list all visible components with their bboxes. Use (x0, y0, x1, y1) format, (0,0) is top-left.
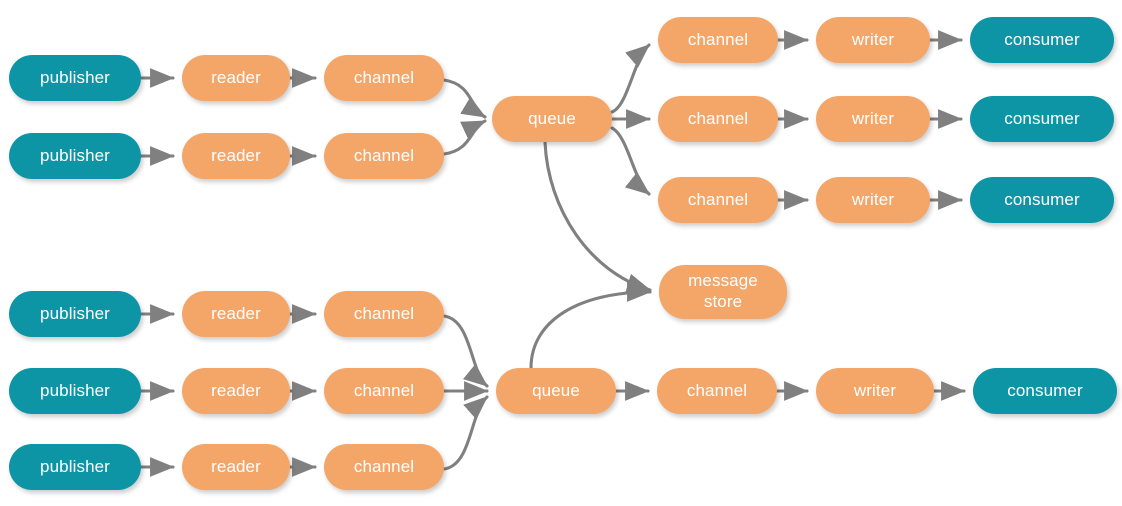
node-channel-out-2[interactable]: channel (658, 96, 778, 142)
node-reader-5[interactable]: reader (182, 444, 290, 490)
node-publisher-3[interactable]: publisher (9, 291, 141, 337)
node-consumer-2[interactable]: consumer (970, 96, 1114, 142)
node-reader-4[interactable]: reader (182, 368, 290, 414)
node-channel-out-1[interactable]: channel (658, 17, 778, 63)
node-consumer-3[interactable]: consumer (970, 177, 1114, 223)
node-publisher-1[interactable]: publisher (9, 55, 141, 101)
node-queue-bottom[interactable]: queue (496, 368, 616, 414)
edge-channel1-queuetop (442, 78, 487, 119)
node-publisher-5[interactable]: publisher (9, 444, 141, 490)
node-writer-4[interactable]: writer (816, 368, 934, 414)
node-publisher-4[interactable]: publisher (9, 368, 141, 414)
node-queue-top[interactable]: queue (492, 96, 612, 142)
node-channel-3[interactable]: channel (324, 291, 444, 337)
node-reader-1[interactable]: reader (182, 55, 290, 101)
edge-channel5-queuebottom (442, 395, 489, 471)
edge-queuetop-channelout1 (610, 43, 651, 114)
node-writer-3[interactable]: writer (816, 177, 930, 223)
edge-queuetop-messagestore (543, 140, 652, 293)
node-channel-out-4[interactable]: channel (657, 368, 777, 414)
edge-channel2-queuetop (442, 119, 487, 156)
node-channel-1[interactable]: channel (324, 55, 444, 101)
node-message-store[interactable]: message store (659, 265, 787, 319)
node-reader-2[interactable]: reader (182, 133, 290, 179)
node-channel-4[interactable]: channel (324, 368, 444, 414)
node-consumer-1[interactable]: consumer (970, 17, 1114, 63)
edge-channel3-queuebottom (442, 314, 489, 388)
node-channel-out-3[interactable]: channel (658, 177, 778, 223)
edge-queuetop-channelout3 (610, 126, 651, 196)
node-consumer-4[interactable]: consumer (973, 368, 1117, 414)
node-channel-5[interactable]: channel (324, 444, 444, 490)
node-writer-2[interactable]: writer (816, 96, 930, 142)
node-publisher-2[interactable]: publisher (9, 133, 141, 179)
node-reader-3[interactable]: reader (182, 291, 290, 337)
node-channel-2[interactable]: channel (324, 133, 444, 179)
edge-queuebottom-messagestore (529, 282, 652, 370)
node-writer-1[interactable]: writer (816, 17, 930, 63)
